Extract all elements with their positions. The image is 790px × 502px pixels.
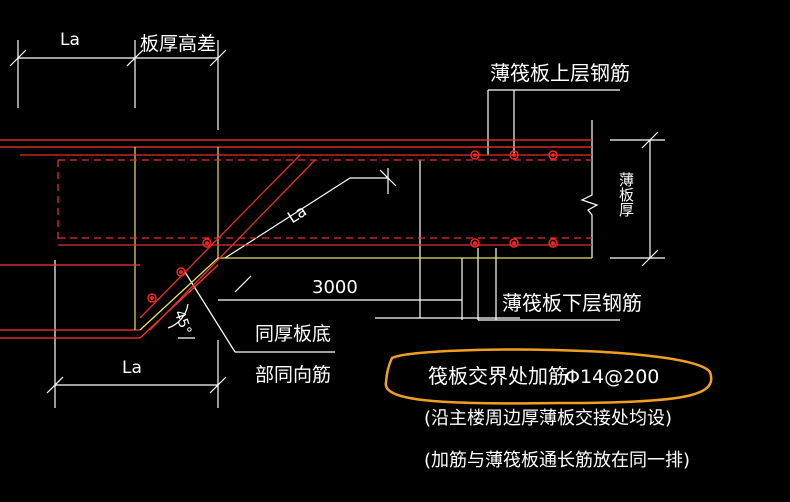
same-thick-bottom-label-1: 同厚板底 xyxy=(255,323,331,345)
slab-outline xyxy=(0,139,592,339)
junction-rebar-spec: Φ14@200 xyxy=(565,366,659,388)
rebar-lines xyxy=(20,154,592,331)
highlight-ellipse xyxy=(384,348,713,405)
junction-rebar-label: 筏板交界处加筋 xyxy=(428,364,568,388)
la-bottom-label: La xyxy=(122,358,142,378)
slab-height-diff-label: 板厚高差 xyxy=(140,33,216,55)
note-2: (加筋与薄筏板通长筋放在同一排) xyxy=(424,450,690,471)
la-diagonal-label: La xyxy=(284,201,310,227)
angle-label: 45° xyxy=(171,308,195,337)
note-1: (沿主楼周边厚薄板交接处均设) xyxy=(424,408,672,429)
thin-slab-thickness-label: 薄板厚 xyxy=(617,172,635,217)
rebar-dots xyxy=(147,150,558,303)
dim-3000-label: 3000 xyxy=(312,277,358,298)
la-top-label: La xyxy=(60,30,80,50)
dimension-lines xyxy=(9,40,665,408)
thin-raft-top-rebar-label: 薄筏板上层钢筋 xyxy=(490,61,630,85)
same-thick-bottom-label-2: 部同向筋 xyxy=(255,364,331,386)
thin-raft-bottom-rebar-label: 薄筏板下层钢筋 xyxy=(502,291,642,315)
